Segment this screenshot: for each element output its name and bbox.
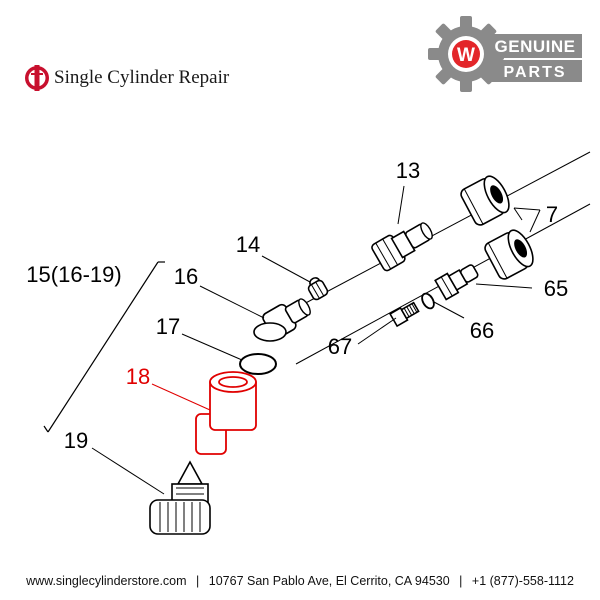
part-17[interactable] [239, 353, 277, 375]
leader-lines [91, 185, 541, 495]
callout-16: 16 [174, 264, 198, 289]
store-name: Single Cylinder Repair [54, 67, 230, 88]
genuine-parts-badge: W GENUINE PARTS [428, 16, 582, 92]
badge-letter: W [457, 45, 475, 66]
phone-number[interactable]: +1 (877)-558-1112 [471, 574, 574, 588]
badge-line-2: PARTS [503, 64, 566, 81]
part-19[interactable] [149, 460, 211, 535]
footer-separator: | [459, 574, 463, 588]
callout-65: 65 [544, 276, 568, 301]
brand-header: Single Cylinder Repair [24, 58, 229, 98]
part-13[interactable] [371, 216, 438, 272]
group-bracket [47, 261, 159, 433]
callout-67: 67 [328, 334, 352, 359]
part-14[interactable] [305, 275, 329, 301]
callout-19: 19 [64, 428, 88, 453]
badge-line-1: GENUINE [495, 37, 576, 56]
assembly-axis-lines [295, 151, 591, 365]
leader-line-18 [151, 383, 211, 411]
w-logo-icon [452, 40, 480, 68]
callout-15-group: 15(16-19) [26, 262, 121, 287]
callout-13: 13 [396, 158, 420, 183]
callout-7: 7 [546, 202, 558, 227]
footer: www.singlecylinderstore.com | 10767 San … [0, 574, 600, 588]
part-7-lower[interactable] [483, 226, 538, 281]
callout-14: 14 [236, 232, 260, 257]
part-16[interactable] [253, 293, 315, 342]
callout-17: 17 [156, 314, 180, 339]
website-link[interactable]: www.singlecylinderstore.com [26, 574, 187, 588]
callout-66: 66 [470, 318, 494, 343]
part-7-upper[interactable] [459, 172, 514, 227]
store-logo-icon [25, 65, 49, 91]
store-address: 10767 San Pablo Ave, El Cerrito, CA 9453… [208, 574, 450, 588]
part-65[interactable] [434, 260, 481, 301]
callout-18: 18 [126, 364, 150, 389]
part-18[interactable] [195, 371, 257, 455]
part-66[interactable] [420, 292, 437, 311]
footer-separator: | [196, 574, 200, 588]
